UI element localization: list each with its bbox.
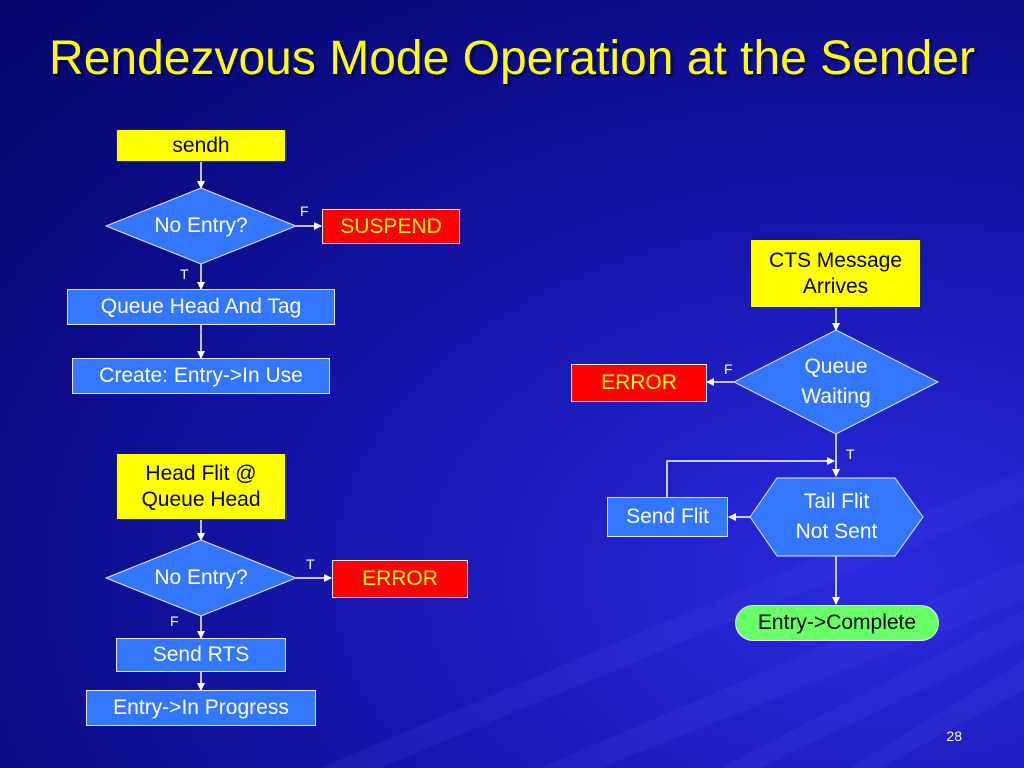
error-box-left: ERROR <box>332 560 468 598</box>
entry-complete-box: Entry->Complete <box>735 605 939 641</box>
edge-label-true-2: T <box>306 556 315 572</box>
decision-diamond-1 <box>104 187 298 265</box>
edge-label-false-3: F <box>724 361 733 377</box>
decision-queue-waiting-label: Queue Waiting <box>801 355 871 408</box>
edge-label-false-2: F <box>170 613 179 629</box>
start-box-sendh: sendh <box>116 129 286 162</box>
decision-diamond-3 <box>732 329 940 435</box>
send-flit-box: Send Flit <box>607 497 728 537</box>
entry-in-progress-box: Entry->In Progress <box>86 690 316 726</box>
edge-label-true-3: T <box>846 446 855 462</box>
decision-no-entry-1-label: No Entry? <box>154 214 248 237</box>
decision-diamond-2 <box>104 539 298 617</box>
suspend-box: SUSPEND <box>322 209 460 244</box>
decision-tail-flit-label: Tail Flit Not Sent <box>795 490 878 543</box>
slide-title: Rendezvous Mode Operation at the Sender <box>49 32 975 85</box>
create-entry-in-use-box: Create: Entry->In Use <box>72 358 330 394</box>
page-number: 28 <box>946 728 962 744</box>
start-box-cts-message: CTS Message Arrives <box>750 239 921 308</box>
queue-head-and-tag-box: Queue Head And Tag <box>67 289 335 325</box>
send-rts-box: Send RTS <box>116 638 286 672</box>
error-box-right: ERROR <box>571 364 707 402</box>
start-box-head-flit: Head Flit @ Queue Head <box>116 453 286 520</box>
arrow-send-flit-loop-back <box>666 457 835 497</box>
decision-hexagon <box>749 477 924 557</box>
edge-label-true-1: T <box>180 266 189 282</box>
edge-label-false-1: F <box>300 203 309 219</box>
decision-no-entry-2-label: No Entry? <box>154 566 248 589</box>
